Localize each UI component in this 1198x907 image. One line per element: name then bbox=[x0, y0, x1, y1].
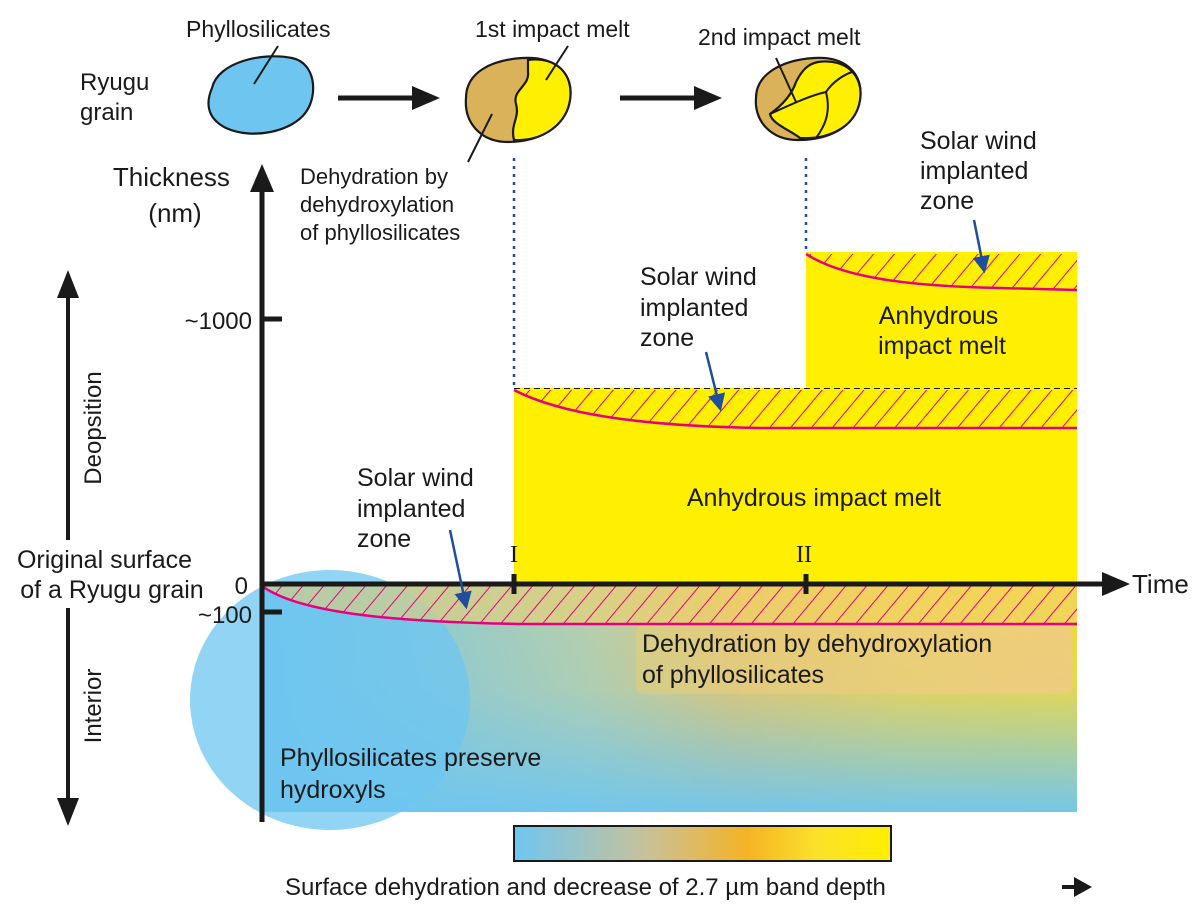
y-axis bbox=[250, 164, 282, 822]
original-surface-label: Original surface of a Ryugu grain bbox=[17, 546, 204, 604]
impact1-label: 1st impact melt bbox=[475, 16, 630, 42]
anhydrous-melt-2 bbox=[805, 252, 1078, 388]
event-2-label: II bbox=[796, 542, 812, 568]
impact2-label: 2nd impact melt bbox=[698, 24, 861, 50]
right-arrow-icon bbox=[1062, 877, 1092, 897]
y-tick-minus100: ~100 bbox=[198, 602, 252, 629]
solar-wind-zone-1-pointer bbox=[448, 529, 472, 610]
phyllosilicates-label: Phyllosilicates bbox=[186, 16, 330, 42]
dehydration-grain-label: Dehydration by dehydroxylation of phyllo… bbox=[300, 164, 460, 245]
deposition-arrow bbox=[57, 270, 79, 540]
anhydrous-melt-1 bbox=[513, 388, 1077, 584]
dehydration-band bbox=[636, 624, 1072, 694]
y-tick-1000: ~1000 bbox=[185, 308, 252, 335]
dehydration-band-label: Dehydration by dehydroxylation of phyllo… bbox=[642, 630, 999, 689]
melt-lower-label: Anhydrous impact melt bbox=[687, 484, 941, 512]
melt-upper-label: Anhydrous impact melt bbox=[878, 302, 1006, 360]
solar-wind-zone-3-label: Solar wind implanted zone bbox=[920, 127, 1044, 215]
solar-wind-zone-2-pointer bbox=[704, 351, 726, 412]
interior-label: Interior bbox=[80, 669, 107, 744]
ryugu-grain-label: Ryugu grain bbox=[80, 69, 156, 126]
y-axis-title: Thickness (nm) bbox=[113, 162, 237, 228]
y-tick-0: 0 bbox=[235, 573, 248, 600]
grain-sequence: Ryugu grain Phyllosilicates 1st impact m… bbox=[80, 16, 862, 245]
blue-grain-icon bbox=[207, 55, 315, 135]
solar-wind-zone-surface bbox=[261, 584, 1077, 626]
colorbar bbox=[513, 825, 892, 862]
solar-wind-zone-3-pointer bbox=[972, 219, 990, 274]
solar-wind-zone-2-label: Solar wind implanted zone bbox=[640, 263, 764, 352]
x-axis bbox=[262, 572, 1130, 596]
right-arrow-icon bbox=[620, 86, 722, 110]
deposition-label: Deopsition bbox=[80, 371, 107, 484]
phyllo-preserve-label: Phyllosilicates preserve hydroxyls bbox=[280, 744, 548, 804]
tan-yellow-grain-2-icon bbox=[754, 56, 862, 142]
event-1-label: I bbox=[510, 542, 518, 568]
phyllosilicates-leader bbox=[253, 45, 279, 85]
colorbar-label: Surface dehydration and decrease of 2.7 … bbox=[285, 874, 886, 901]
solar-wind-zone-1-label: Solar wind implanted zone bbox=[357, 464, 481, 553]
right-arrow-icon bbox=[338, 86, 440, 110]
tan-yellow-grain-icon bbox=[464, 45, 572, 163]
x-axis-title: Time bbox=[1132, 569, 1189, 599]
interior-arrow bbox=[57, 608, 79, 826]
